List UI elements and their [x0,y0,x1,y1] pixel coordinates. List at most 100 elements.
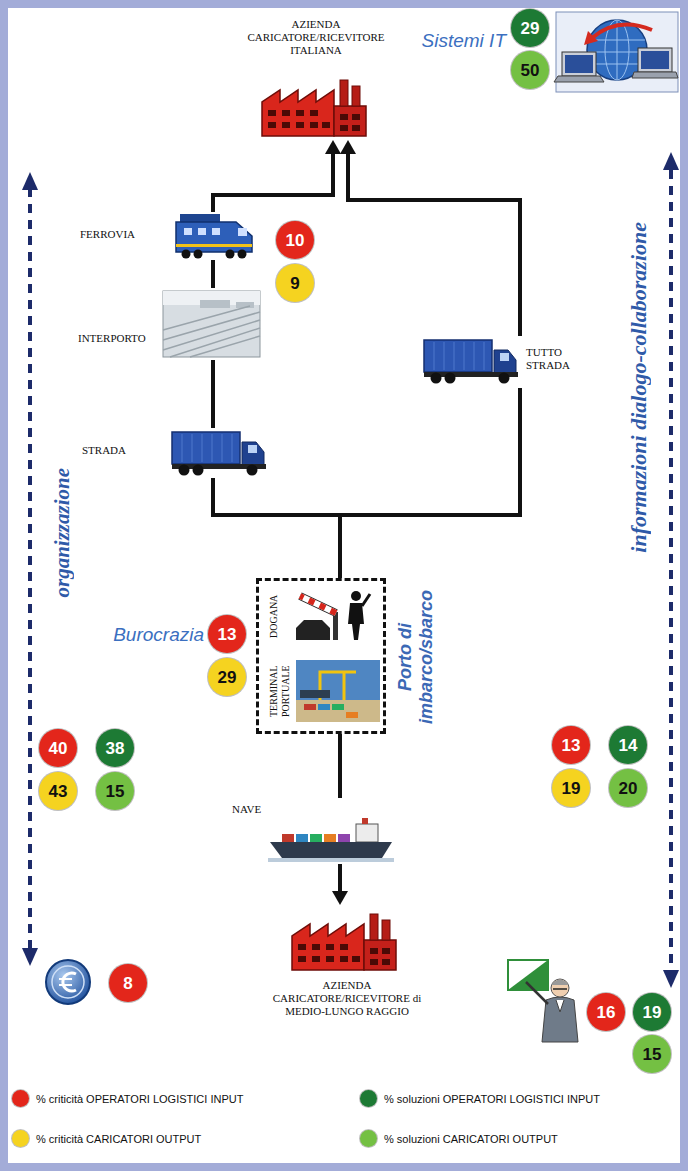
percent-circle: 29 [511,9,549,47]
customs-icon [351,591,361,601]
arrow-head [332,891,348,905]
annotation-label: organizzazione [50,468,75,598]
percent-number: 9 [290,275,299,292]
interport-photo [163,291,260,357]
consultant-icon [556,1000,564,1012]
consultant-icon [508,960,578,1042]
percent-number: 13 [218,626,237,643]
it-systems-icon [632,72,678,78]
information-arrow [663,970,679,988]
flow-connector [213,140,341,212]
terminal-photo [332,704,344,710]
node-label: NAVE [232,803,261,816]
organization-arrow [22,172,38,190]
euro-coin-icon [46,960,90,1004]
ship-icon [362,818,368,824]
flow-line [211,360,215,428]
flow-line [213,152,333,212]
node-label: TERMINAL PORTUALE [268,657,291,725]
percent-circle: 19 [552,769,590,807]
percent-number: 13 [562,737,581,754]
percent-number: 15 [106,783,125,800]
percent-number: 19 [643,1004,662,1021]
node-label: AZIENDA CARICATORE/RICEVITORE di MEDIO-L… [267,979,427,1019]
arrow-head [340,140,356,154]
legend-item: % criticità CARICATORI OUTPUT [12,1130,201,1147]
percent-number: 38 [106,740,125,757]
percent-circle: 15 [633,1035,671,1073]
it-systems-icon [554,12,678,92]
legend-text: % criticità CARICATORI OUTPUT [36,1133,201,1145]
information-arrow [663,152,679,170]
flow-connector [213,478,340,578]
ship-icon [356,824,378,842]
percent-circle: 19 [633,993,671,1031]
percent-number: 43 [49,783,68,800]
it-systems-icon [641,51,669,69]
interport-photo [163,291,260,357]
customs-icon [300,596,336,613]
it-systems-icon [588,20,646,80]
percent-number: 15 [643,1046,662,1063]
flow-line [338,734,342,798]
organization-arrow [22,172,38,966]
percent-circle: 29 [208,658,246,696]
annotation-label: Burocrazia [113,624,204,646]
train-icon [238,228,247,236]
flow-connector [213,260,214,288]
arrow-head [325,140,341,154]
factory-node: AZIENDA CARICATORE/RICEVITORE ITALIANA [238,16,394,140]
euro-coin-icon [52,966,84,998]
percent-circle: 14 [609,726,647,764]
it-systems-icon [584,31,598,45]
transport-node: FERROVIA [78,212,258,260]
train-icon [180,214,220,222]
factory-icon [292,914,396,970]
information-arrow [669,170,673,970]
consultant-icon [526,982,548,1004]
percent-circle: 38 [96,729,134,767]
interport-photo [163,306,260,357]
organization-arrow [22,948,38,966]
train-icon [182,250,191,259]
percent-circle: 10 [276,221,314,259]
train-icon [176,222,252,252]
legend-item: % soluzioni OPERATORI LOGISTICI INPUT [360,1090,600,1107]
percent-circle: 16 [587,993,625,1031]
ship-icon [338,834,350,842]
percent-number: 29 [521,20,540,37]
percent-number: 14 [619,737,638,754]
ship-node: NAVE [228,798,396,864]
terminal-photo [304,704,316,710]
node-label: INTERPORTO [78,332,146,345]
information-arrow [663,152,679,988]
terminal-photo [346,712,358,718]
customs-icon [296,591,370,640]
percent-circle: 13 [552,726,590,764]
flow-line [348,152,520,336]
customs-icon [300,596,336,613]
node-label: STRADA [82,444,126,457]
train-icon [176,214,252,259]
customs-icon [300,596,336,613]
it-systems-icon [565,55,593,73]
legend-swatch [12,1130,29,1147]
ship-icon [282,834,294,842]
legend-text: % criticità OPERATORI LOGISTICI INPUT [36,1093,243,1105]
flow-connector [340,734,341,798]
percent-number: 8 [123,975,132,992]
percent-number: 40 [49,740,68,757]
factory-icon [262,80,366,136]
percent-circle: 20 [609,769,647,807]
train-icon [212,228,220,235]
terminal-node: TERMINAL PORTUALE [264,655,378,727]
customs-icon [362,594,370,606]
terminal-photo [296,660,380,722]
legend-item: % soluzioni CARICATORI OUTPUT [360,1130,558,1147]
legend-swatch [360,1090,377,1107]
euro-coin-icon [63,973,76,991]
terminal-photo [296,700,380,722]
organization-arrow [28,188,32,950]
